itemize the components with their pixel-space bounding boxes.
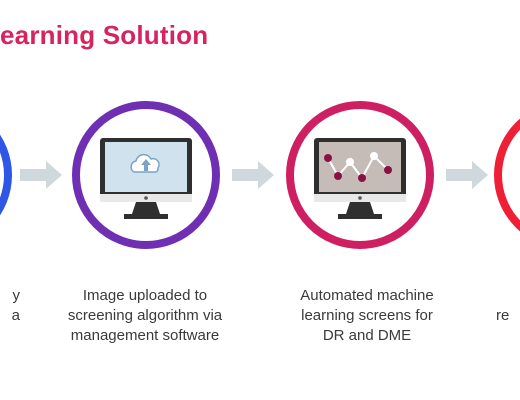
step4-ring [494, 118, 520, 232]
step3-ring [286, 101, 434, 249]
arrow-right-icon [446, 161, 488, 189]
monitor-icon [100, 138, 192, 219]
step3-caption: Automated machine learning screens for D… [300, 287, 434, 344]
step4-caption: re [496, 307, 510, 324]
step2-caption: Image uploaded to screening algorithm vi… [67, 287, 223, 344]
arrow-right-icon [20, 161, 62, 189]
page-title: earning Solution [0, 20, 209, 50]
monitor-icon [314, 138, 406, 219]
step1-caption: y a [11, 287, 20, 324]
step1-ring [0, 134, 12, 216]
arrow-right-icon [232, 161, 274, 189]
step2-ring [72, 101, 220, 249]
cloud-upload-icon [130, 153, 160, 173]
line-chart-icon [324, 152, 392, 182]
